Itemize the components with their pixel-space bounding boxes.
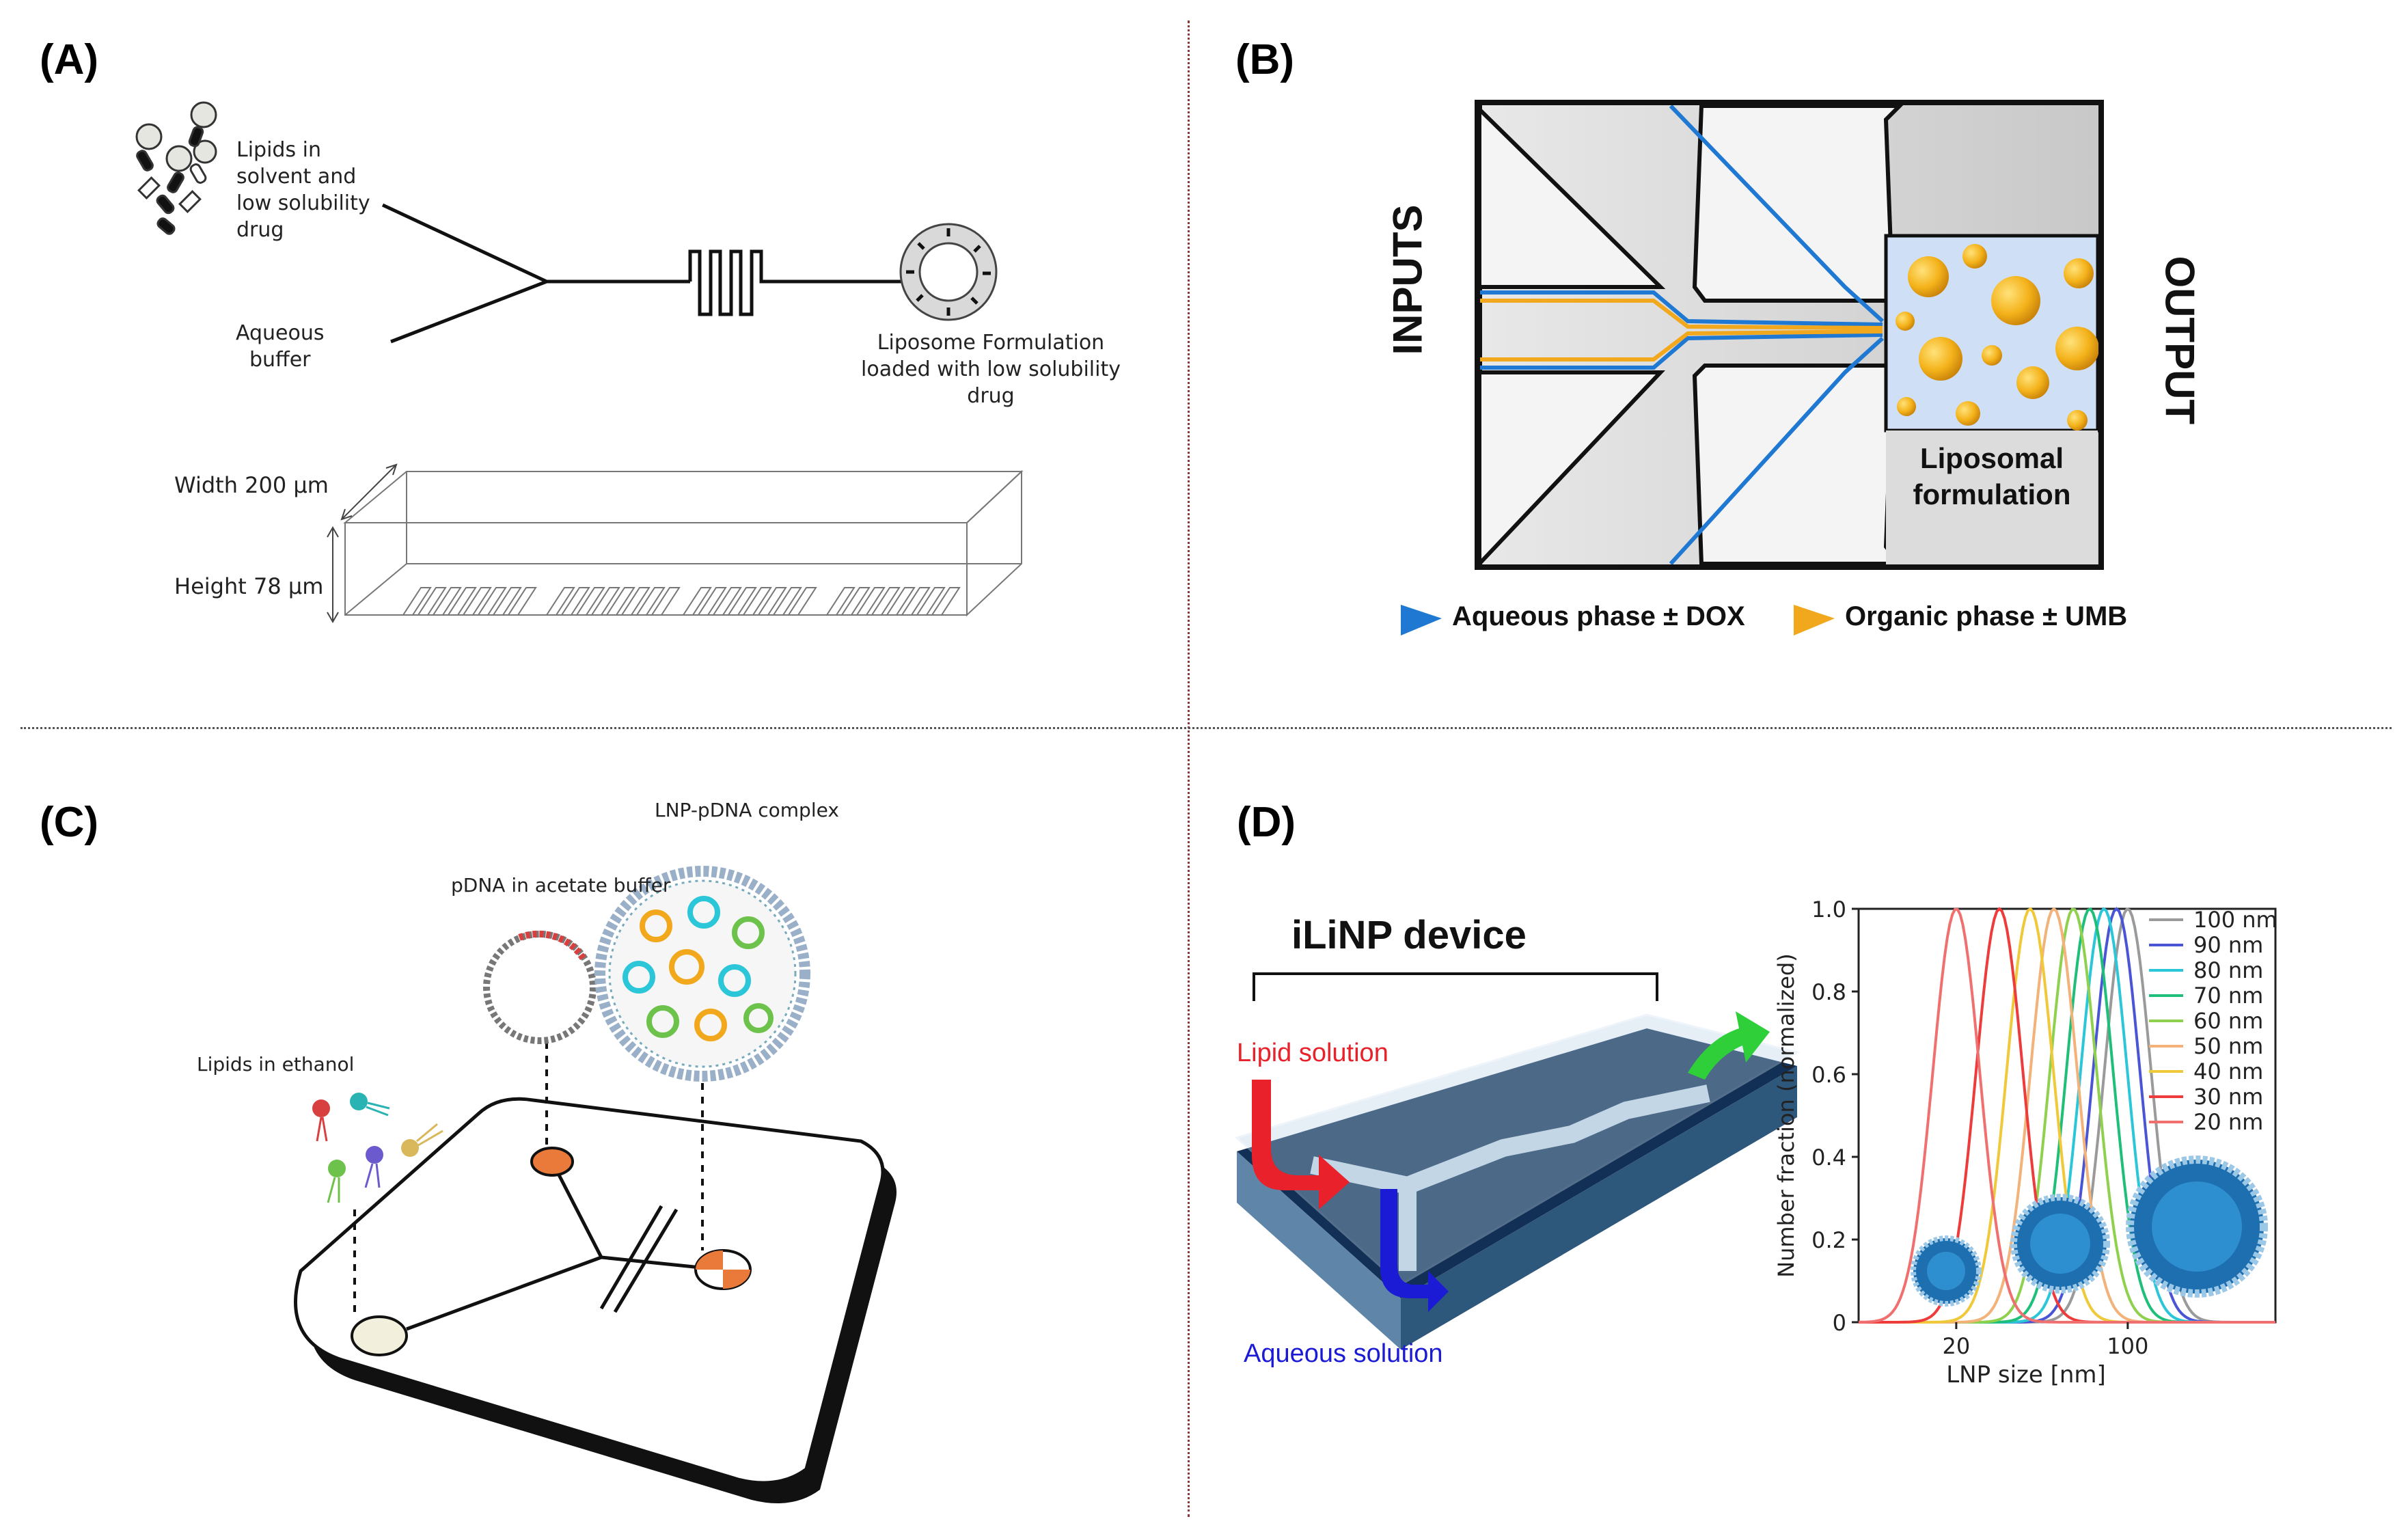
dimension-arrows — [327, 463, 398, 624]
y-tick-label: 0.8 — [1811, 979, 1846, 1005]
y-tick-label: 0.6 — [1811, 1062, 1846, 1088]
panel-a-label: (A) — [40, 36, 99, 83]
panel-d-device-title: iLiNP device — [1291, 913, 1527, 957]
y-tick-label: 0.4 — [1811, 1145, 1846, 1171]
pdna-ring-icon — [483, 930, 597, 1044]
panel-d-aqueous-label: Aqueous solution — [1244, 1339, 1443, 1368]
groove — [575, 587, 605, 616]
aqueous-legend-icon — [1401, 605, 1442, 635]
x-tick-label: 100 — [2107, 1333, 2148, 1359]
groove — [620, 587, 651, 616]
legend-label: 70 nm — [2193, 983, 2263, 1009]
horizontal-divider — [20, 727, 2392, 729]
y-tick-label: 0.2 — [1811, 1227, 1846, 1253]
groove — [447, 587, 477, 616]
groove — [856, 587, 886, 616]
lnp-pdna-complex-icon — [594, 866, 810, 1082]
groove — [492, 587, 522, 616]
groove — [590, 587, 620, 616]
large-lnp-icon — [2126, 1155, 2268, 1298]
groove — [840, 587, 871, 616]
groove — [462, 587, 492, 616]
legend-label: 20 nm — [2193, 1109, 2263, 1135]
mixer-channel — [1310, 1084, 1710, 1271]
legend-label: 100 nm — [2193, 907, 2277, 933]
legend-label: 30 nm — [2193, 1084, 2263, 1110]
y-tick-label: 0 — [1833, 1310, 1846, 1336]
lipid-molecules-icon — [135, 101, 217, 235]
small-lnp-icon — [1911, 1235, 1982, 1307]
groove — [871, 587, 901, 616]
groove — [727, 587, 757, 616]
groove — [560, 587, 590, 616]
groove — [477, 587, 507, 616]
groove — [886, 587, 916, 616]
groove — [402, 587, 432, 616]
panel-b-formulation-label: Liposomal formulation — [1913, 442, 2071, 510]
legend-label: 60 nm — [2193, 1008, 2263, 1034]
groove — [697, 587, 727, 616]
panel-c-lipids-label: Lipids in ethanol — [197, 1053, 355, 1076]
panel-b-microfluidic-chip — [1401, 100, 2104, 635]
panel-a-height-label: Height 78 µm — [174, 573, 324, 599]
legend-aqueous-text: Aqueous phase ± DOX — [1452, 601, 1745, 631]
groove — [417, 587, 447, 616]
organic-legend-icon — [1794, 605, 1835, 635]
chip-slab — [294, 1097, 897, 1503]
groove — [605, 587, 635, 616]
panel-c-complex-label: LNP-pDNA complex — [655, 799, 839, 821]
lipid-inlet-arrow — [1252, 1080, 1350, 1209]
legend-label: 90 nm — [2193, 932, 2263, 958]
y-channel — [381, 203, 902, 344]
legend-label: 40 nm — [2193, 1058, 2263, 1084]
legend-organic-text: Organic phase ± UMB — [1845, 601, 2128, 631]
y-axis-label: Number fraction (normalized) — [1773, 953, 1799, 1278]
legend-label: 80 nm — [2193, 957, 2263, 983]
output-box — [1884, 234, 2100, 567]
groove — [757, 587, 787, 616]
groove — [931, 587, 961, 616]
x-tick-label: 20 — [1943, 1333, 1971, 1359]
outlet-icon — [694, 1249, 752, 1290]
panel-b-label: (B) — [1235, 36, 1295, 83]
aqueous-inlet-arrow — [1380, 1189, 1449, 1312]
panel-a-diagram — [135, 101, 1024, 624]
legend-label: 50 nm — [2193, 1033, 2263, 1059]
groove — [682, 587, 712, 616]
groove — [787, 587, 817, 616]
groove — [916, 587, 946, 616]
liposome-icon — [899, 223, 998, 321]
lnp-particle-icons — [1911, 1155, 2268, 1307]
herringbone-grooves — [402, 587, 961, 616]
groove — [507, 587, 537, 616]
panel-d-lipid-label: Lipid solution — [1237, 1039, 1388, 1067]
groove — [432, 587, 462, 616]
panel-c-pdna-label: pDNA in acetate buffer — [451, 874, 671, 897]
panel-a-liposome-label: Liposome Formulation loaded with low sol… — [861, 331, 1121, 408]
panel-a-width-label: Width 200 µm — [174, 472, 329, 498]
vertical-divider — [1188, 20, 1190, 1517]
output-arrow — [1688, 1011, 1770, 1080]
series-line-20-nm — [1858, 907, 2275, 1324]
lipids-ethanol-icon — [312, 1093, 443, 1203]
panel-d-label: (D) — [1237, 799, 1296, 846]
groove — [651, 587, 681, 616]
channel-3d-box — [343, 469, 1024, 617]
groove — [712, 587, 742, 616]
groove — [545, 587, 575, 616]
x-axis-label: LNP size [nm] — [1946, 1361, 2106, 1389]
y-tick-label: 1.0 — [1811, 897, 1846, 922]
medium-lnp-icon — [2010, 1194, 2110, 1294]
panel-c-chip-diagram — [294, 866, 897, 1503]
panel-c-label: (C) — [40, 799, 99, 846]
groove — [825, 587, 856, 616]
groove — [742, 587, 772, 616]
groove — [901, 587, 931, 616]
panel-a-aqueous-label: Aqueous buffer — [236, 321, 325, 372]
groove — [635, 587, 666, 616]
panel-a-lipids-label: Lipids in solvent and low solubility dru… — [236, 138, 370, 242]
groove — [772, 587, 802, 616]
